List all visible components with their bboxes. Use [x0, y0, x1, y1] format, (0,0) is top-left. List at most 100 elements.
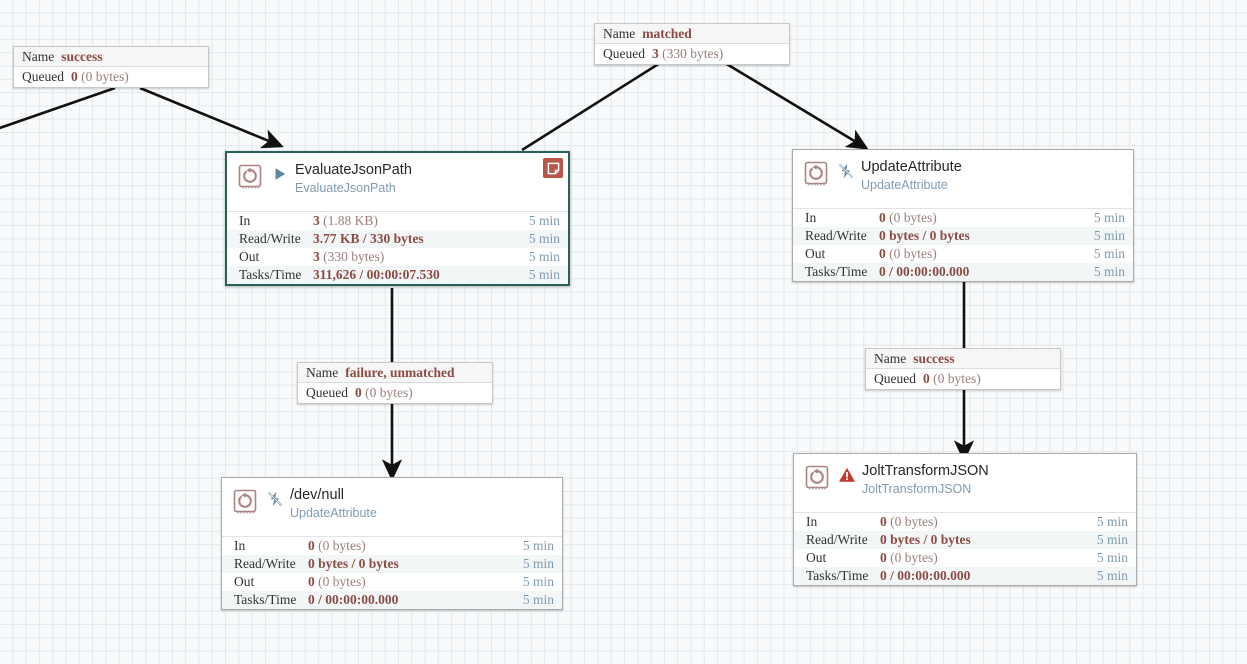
processor-name-block: UpdateAttribute UpdateAttribute	[861, 159, 962, 193]
connection-name-row: Name success	[14, 47, 208, 67]
stat-label: Tasks/Time	[239, 267, 302, 282]
stat-row: Tasks/Time 0 / 00:00:00.000 5 min	[794, 567, 1136, 585]
connection-name-key: Name	[22, 48, 55, 64]
stat-row: Tasks/Time 0 / 00:00:00.000 5 min	[222, 591, 562, 609]
stat-time: 5 min	[528, 267, 560, 282]
stat-label: Tasks/Time	[806, 568, 869, 583]
stat-time: 5 min	[522, 592, 554, 607]
stat-time: 5 min	[522, 538, 554, 553]
stat-time: 5 min	[1096, 514, 1128, 529]
processor-type: JoltTransformJSON	[862, 482, 972, 496]
stat-time: 5 min	[1096, 568, 1128, 583]
stat-value: 3 (1.88 KB)	[313, 213, 378, 228]
stat-value: 0 (0 bytes)	[880, 514, 938, 529]
connection-queued-row: Queued 0 (0 bytes)	[14, 67, 208, 87]
processor-stats: In 0 (0 bytes) 5 min Read/Write 0 bytes …	[793, 208, 1133, 281]
stat-time: 5 min	[528, 249, 560, 264]
stat-label: In	[806, 514, 818, 529]
stat-label: In	[239, 213, 251, 228]
processor-name-block: EvaluateJsonPath EvaluateJsonPath	[295, 162, 412, 196]
processor-name-block: JoltTransformJSON JoltTransformJSON	[862, 463, 989, 497]
connection-label-success-left[interactable]: Name success Queued 0 (0 bytes)	[13, 46, 209, 88]
processor-chip-icon	[232, 488, 259, 515]
stat-row: Out 3 (330 bytes) 5 min	[227, 248, 568, 266]
stat-row: Tasks/Time 0 / 00:00:00.000 5 min	[793, 263, 1133, 281]
stat-value: 0 (0 bytes)	[879, 210, 937, 225]
stat-row: In 0 (0 bytes) 5 min	[794, 513, 1136, 531]
processor-evaluatejsonpath[interactable]: EvaluateJsonPath EvaluateJsonPath In 3 (…	[225, 151, 570, 286]
stat-label: In	[234, 538, 246, 553]
processor-header: /dev/null UpdateAttribute	[222, 478, 562, 536]
connection-label-failure-unmatched[interactable]: Name failure, unmatched Queued 0 (0 byte…	[297, 362, 493, 404]
processor-chip-icon	[237, 163, 264, 190]
processor-stats: In 3 (1.88 KB) 5 min Read/Write 3.77 KB …	[227, 211, 568, 284]
stat-value: 3.77 KB / 330 bytes	[313, 231, 424, 246]
stat-row: Out 0 (0 bytes) 5 min	[793, 245, 1133, 263]
stat-value: 0 (0 bytes)	[308, 574, 366, 589]
processor-header: UpdateAttribute UpdateAttribute	[793, 150, 1133, 208]
stat-time: 5 min	[1093, 228, 1125, 243]
stat-label: Out	[239, 249, 260, 264]
stat-row: Read/Write 3.77 KB / 330 bytes 5 min	[227, 230, 568, 248]
stat-time: 5 min	[1093, 210, 1125, 225]
processor-chip-icon	[804, 464, 831, 491]
connection-queued-key: Queued	[874, 371, 916, 386]
stat-time: 5 min	[522, 556, 554, 571]
stat-value: 0 (0 bytes)	[308, 538, 366, 553]
connection-name-value: matched	[642, 25, 692, 41]
stat-value: 0 (0 bytes)	[880, 550, 938, 565]
stat-row: Read/Write 0 bytes / 0 bytes 5 min	[222, 555, 562, 573]
processor-jolttransformjson[interactable]: JoltTransformJSON JoltTransformJSON In 0…	[793, 453, 1137, 586]
connection-queued-row: Queued 0 (0 bytes)	[866, 369, 1060, 389]
connection-label-matched[interactable]: Name matched Queued 3 (330 bytes)	[594, 23, 790, 65]
stat-label: Tasks/Time	[805, 264, 868, 279]
processor-header: JoltTransformJSON JoltTransformJSON	[794, 454, 1136, 512]
connection-label-success-right[interactable]: Name success Queued 0 (0 bytes)	[865, 348, 1061, 390]
stat-label: Tasks/Time	[234, 592, 297, 607]
connection-name-key: Name	[306, 364, 339, 380]
warning-triangle-icon[interactable]	[838, 466, 856, 484]
connection-queued-value: 3 (330 bytes)	[651, 46, 724, 61]
stat-value: 311,626 / 00:00:07.530	[313, 267, 440, 282]
disabled-bolt-icon[interactable]	[837, 162, 855, 180]
run-play-icon[interactable]	[271, 165, 289, 183]
processor-updateattribute[interactable]: UpdateAttribute UpdateAttribute In 0 (0 …	[792, 149, 1134, 282]
stat-value: 0 (0 bytes)	[879, 246, 937, 261]
connection-queued-value: 0 (0 bytes)	[70, 69, 129, 84]
stat-time: 5 min	[1093, 264, 1125, 279]
stat-label: In	[805, 210, 817, 225]
stat-row: Read/Write 0 bytes / 0 bytes 5 min	[794, 531, 1136, 549]
connection-name-value: failure, unmatched	[345, 364, 455, 380]
processor-type: EvaluateJsonPath	[295, 181, 396, 195]
connection-queued-key: Queued	[22, 69, 64, 84]
connection-name-value: success	[913, 350, 955, 366]
connection-queued-value: 0 (0 bytes)	[922, 371, 981, 386]
stat-label: Read/Write	[239, 231, 301, 246]
processor-type: UpdateAttribute	[290, 506, 377, 520]
connection-name-value: success	[61, 48, 103, 64]
processor-devnull[interactable]: /dev/null UpdateAttribute In 0 (0 bytes)…	[221, 477, 563, 610]
connection-queued-key: Queued	[306, 385, 348, 400]
stat-label: Out	[805, 246, 826, 261]
disabled-bolt-icon[interactable]	[266, 490, 284, 508]
stat-label: Read/Write	[806, 532, 868, 547]
connection-name-row: Name matched	[595, 24, 789, 44]
processor-header: EvaluateJsonPath EvaluateJsonPath	[227, 153, 568, 211]
stat-row: In 0 (0 bytes) 5 min	[793, 209, 1133, 227]
stat-time: 5 min	[522, 574, 554, 589]
connection-queued-key: Queued	[603, 46, 645, 61]
stat-value: 0 bytes / 0 bytes	[880, 532, 971, 547]
processor-title: /dev/null	[290, 487, 345, 503]
stat-value: 0 / 00:00:00.000	[879, 264, 970, 279]
processor-type: UpdateAttribute	[861, 178, 948, 192]
stat-value: 0 bytes / 0 bytes	[308, 556, 399, 571]
connection-name-row: Name success	[866, 349, 1060, 369]
stat-row: Out 0 (0 bytes) 5 min	[794, 549, 1136, 567]
processor-stats: In 0 (0 bytes) 5 min Read/Write 0 bytes …	[222, 536, 562, 609]
stat-time: 5 min	[1096, 532, 1128, 547]
bulletin-note-icon[interactable]	[543, 158, 563, 178]
stat-value: 0 / 00:00:00.000	[308, 592, 399, 607]
stat-time: 5 min	[528, 213, 560, 228]
stat-time: 5 min	[528, 231, 560, 246]
processor-chip-icon	[803, 160, 830, 187]
